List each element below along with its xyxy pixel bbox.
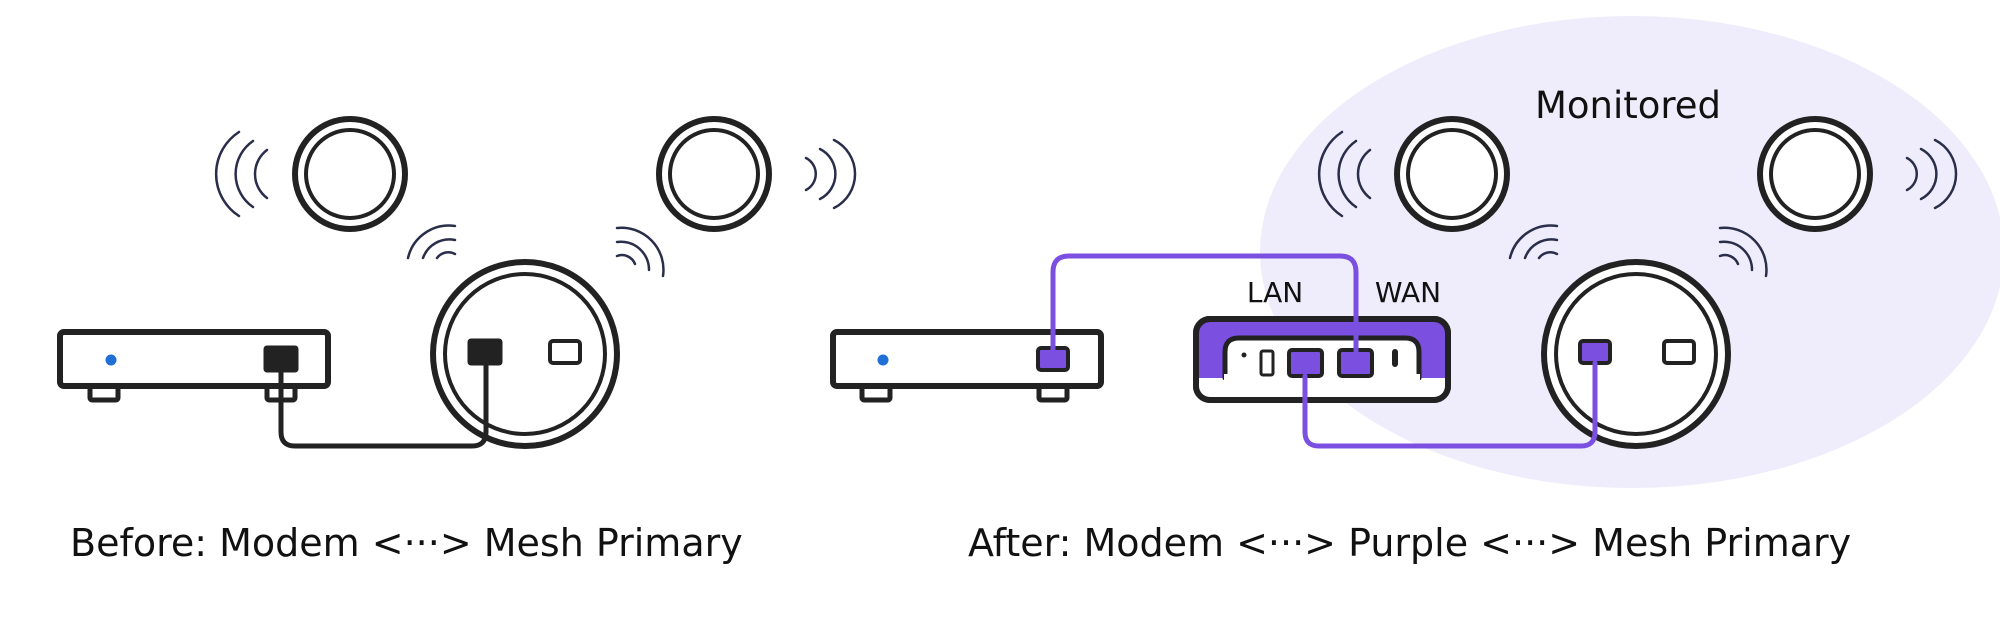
wifi-signal-primary-right-icon: [615, 226, 665, 278]
mesh-satellite-left-after: [1394, 116, 1510, 232]
ethernet-cable-before: [278, 362, 489, 449]
after-caption: After: Modem <···> Purple <···> Mesh Pri…: [968, 521, 1851, 565]
wifi-signal-right-icon: [804, 138, 857, 210]
mesh-satellite-left: [292, 116, 408, 232]
wifi-signal-primary-left-after-icon: [1508, 224, 1559, 260]
wifi-signal-primary-right-after-icon: [1718, 226, 1768, 278]
wifi-signal-right-after-icon: [1905, 138, 1958, 210]
mesh-satellite-right: [656, 116, 772, 232]
wan-label: WAN: [1375, 276, 1441, 309]
after-scene: LAN WAN: [830, 116, 1958, 449]
modem-after: [830, 329, 1104, 403]
purple-reset-hole: [1241, 352, 1247, 358]
purple-wan-port: [1337, 348, 1374, 378]
mesh-satellite-right-after: [1757, 116, 1873, 232]
wifi-signal-left-after-icon: [1317, 130, 1372, 218]
mesh-primary-after: [1541, 259, 1731, 449]
cable-modem-to-wan: [1050, 253, 1359, 354]
purple-power-indicator: [1392, 349, 1398, 367]
wifi-signal-left-icon: [214, 130, 269, 218]
wifi-signal-primary-left-icon: [406, 224, 457, 260]
mesh-primary-before: [430, 259, 620, 449]
purple-usb-port: [1259, 349, 1275, 377]
mesh-primary-port-2-after: [1662, 339, 1696, 365]
modem-port: [263, 345, 299, 373]
cable-lan-to-mesh-primary: [1302, 360, 1598, 449]
mesh-primary-port-after: [1578, 339, 1612, 365]
purple-lan-port: [1287, 348, 1324, 378]
modem-before: [57, 329, 331, 403]
purple-device: [1193, 316, 1451, 403]
before-scene: [57, 116, 857, 449]
monitored-label: Monitored: [1535, 84, 1721, 127]
before-caption: Before: Modem <···> Mesh Primary: [70, 521, 743, 565]
modem-led: [105, 354, 117, 366]
lan-label: LAN: [1247, 276, 1303, 309]
mesh-primary-port-2: [548, 339, 582, 365]
modem-led-after: [877, 354, 889, 366]
mesh-primary-port: [467, 338, 503, 366]
